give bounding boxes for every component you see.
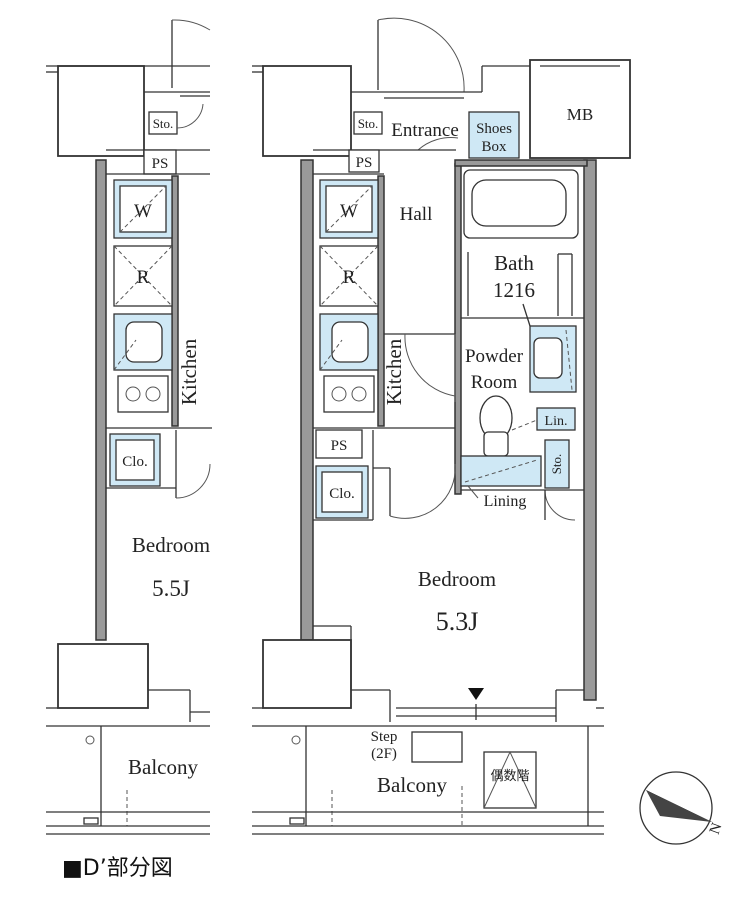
left-balcony-label: Balcony: [128, 755, 198, 779]
lining-counter: [460, 455, 542, 487]
step-box: [411, 731, 463, 763]
meter-box-label: MB: [567, 105, 593, 124]
left-kitchen-label: Kitchen: [177, 338, 201, 405]
right-storage-side-label: Sto.: [549, 454, 564, 475]
left-storage-label: Sto.: [153, 116, 174, 131]
powder-room-label-1: Powder: [465, 346, 524, 367]
left-refrigerator-label: R: [137, 267, 150, 288]
right-kitchen-label: Kitchen: [382, 338, 406, 405]
step-label-2: (2F): [371, 746, 397, 762]
evacuation-hatch-label: 偶数階: [490, 768, 529, 783]
linen-label: Lin.: [545, 414, 568, 429]
left-unit-bottom-column: [57, 643, 149, 709]
compass: N: [639, 771, 726, 845]
right-refrigerator: [319, 245, 379, 307]
left-refrigerator: [113, 245, 173, 307]
right-bedroom-size: 5.3J: [436, 607, 479, 636]
compass-north-label: N: [707, 821, 726, 837]
window-marker-icon: [468, 688, 484, 700]
right-storage-label: Sto.: [358, 116, 379, 131]
left-washer-label: W: [134, 201, 152, 222]
right-storage-side: [544, 439, 570, 489]
shoes-box: [468, 111, 520, 159]
right-refrigerator-label: R: [343, 267, 356, 288]
compass-circle: [639, 771, 713, 845]
right-bedroom-label: Bedroom: [418, 567, 496, 591]
left-unit-exterior-wall: [95, 159, 107, 641]
left-closet-label: Clo.: [122, 454, 147, 470]
bath-wall-top: [454, 159, 588, 167]
right-unit-right-wall: [583, 159, 597, 701]
left-ps-label: PS: [152, 156, 169, 172]
left-bedroom-label: Bedroom: [132, 533, 210, 557]
right-ps-mid: [315, 429, 363, 459]
step-label-1: Step: [371, 729, 398, 745]
right-ps-top: [348, 149, 380, 173]
bath-size: 1216: [493, 278, 535, 302]
powder-room-label-2: Room: [471, 372, 518, 393]
right-unit: MB Sto. Entrance Shoes Box PS W Hall R: [252, 17, 631, 835]
bath-wall-left: [454, 163, 462, 495]
left-unit-top-column: [57, 65, 145, 157]
right-storage-box: [353, 111, 383, 135]
left-ps-box: [143, 149, 177, 175]
bath-label: Bath: [494, 251, 534, 275]
shoes-box-label-2: Box: [481, 139, 507, 155]
linen-closet: [536, 407, 576, 431]
meter-box: [529, 59, 631, 159]
shoes-box-label-1: Shoes: [476, 121, 512, 137]
lining-label: Lining: [484, 493, 527, 510]
diagram-caption: ■D’部分図: [62, 856, 173, 881]
right-balcony-label: Balcony: [377, 773, 447, 797]
right-unit-bottom-column: [262, 639, 352, 709]
right-unit-top-column: [262, 65, 352, 157]
left-unit: Sto. PS W R Kitchen Clo.: [46, 19, 212, 835]
left-bedroom-size: 5.5J: [152, 576, 190, 601]
right-unit-left-wall: [300, 159, 314, 641]
entrance-label: Entrance: [391, 120, 459, 141]
right-washer-label: W: [340, 201, 358, 222]
hall-label: Hall: [400, 204, 433, 225]
left-storage-box: [148, 111, 178, 135]
right-ps-top-label: PS: [356, 155, 373, 171]
right-closet-label: Clo.: [329, 486, 354, 502]
right-ps-mid-label: PS: [331, 438, 348, 454]
